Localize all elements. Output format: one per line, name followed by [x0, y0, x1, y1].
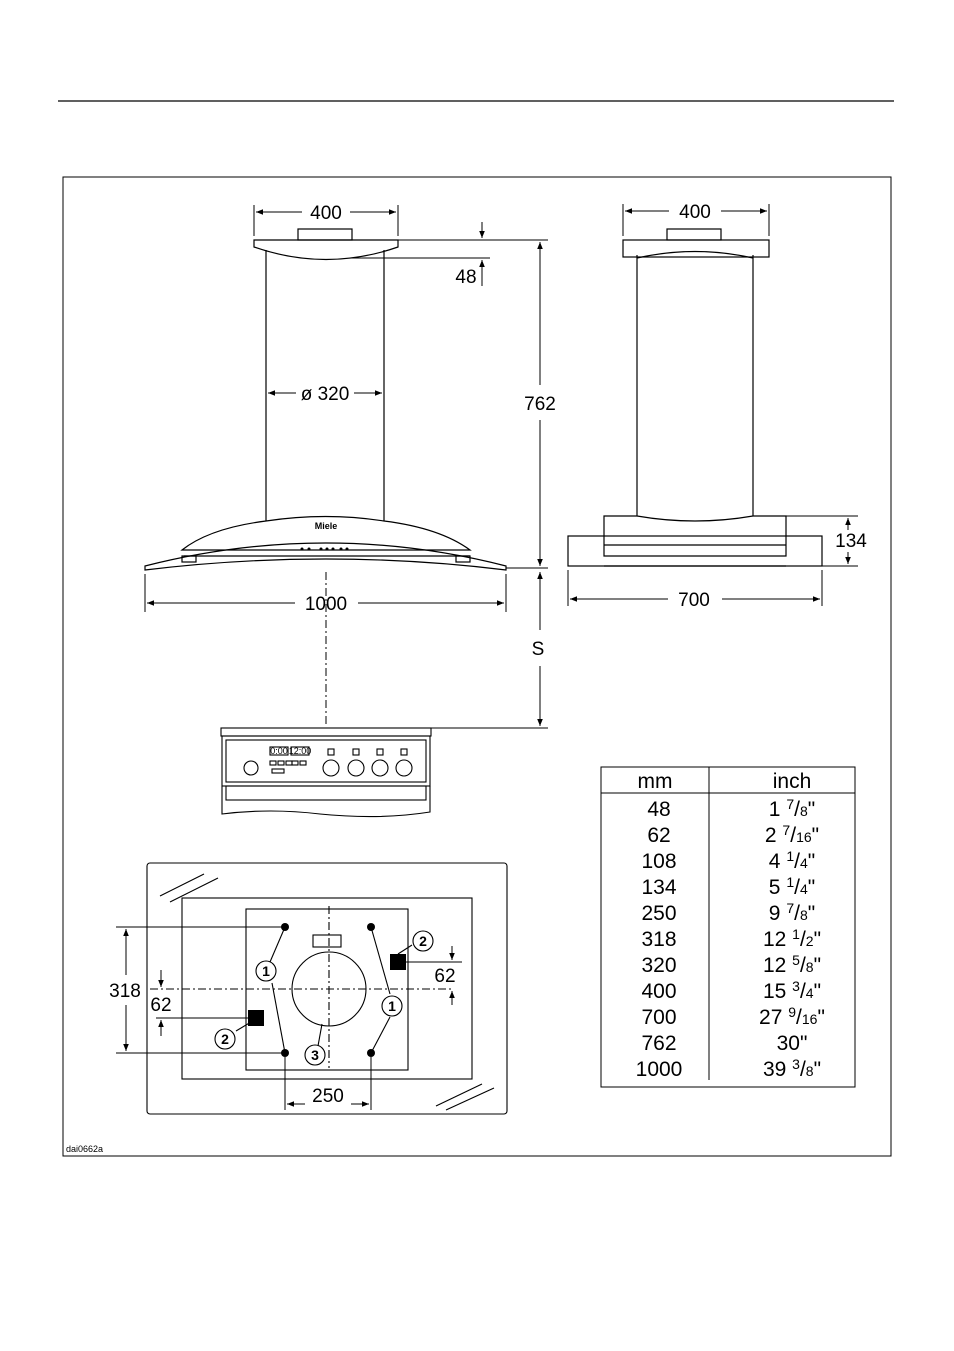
- table-cell-mm: 400: [641, 980, 676, 1003]
- table-cell-mm: 700: [641, 1006, 676, 1029]
- table-cell-inch: 2 7/16": [765, 822, 819, 847]
- dim-safety-distance: S: [532, 639, 545, 660]
- dim-top-width-side: 400: [679, 202, 711, 223]
- cooktop-display-1: 0:00: [270, 746, 288, 756]
- cooker-illustration: [221, 728, 431, 817]
- svg-text:3: 3: [311, 1047, 319, 1063]
- table-header-mm: mm: [638, 770, 673, 793]
- dim-offset-left: 62: [150, 995, 171, 1016]
- dim-offset-right: 62: [434, 966, 455, 987]
- callout-3: 3: [305, 1045, 325, 1065]
- figure-id: dai0662a: [66, 1144, 103, 1154]
- brand-logo: Miele: [315, 521, 338, 531]
- table-cell-inch: 39 3/8": [763, 1056, 821, 1081]
- svg-text:1: 1: [388, 998, 396, 1014]
- table-cell-mm: 250: [641, 902, 676, 925]
- dim-total-height: 762: [524, 394, 556, 415]
- callout-1-right: 1: [382, 996, 402, 1016]
- table-cell-inch: 12 1/2": [763, 926, 821, 951]
- conversion-table: mm inch 48 1 7/8" 62 2 7/16" 108 4 1/4" 134 5 1…: [601, 767, 855, 1087]
- dim-hole-spacing-vertical: 318: [109, 981, 141, 1002]
- table-cell-mm: 62: [647, 824, 670, 847]
- dim-top-width-front: 400: [310, 203, 342, 224]
- front-dimension-lines: [145, 205, 548, 728]
- table-cell-mm: 48: [647, 798, 670, 821]
- callout-2-right: 2: [413, 931, 433, 951]
- table-cell-inch: 30": [777, 1032, 808, 1055]
- side-dimension-lines: [568, 204, 858, 606]
- dim-hood-depth: 700: [678, 590, 710, 611]
- table-cell-inch: 27 9/16": [759, 1004, 825, 1029]
- dim-canopy-height: 48: [455, 267, 476, 288]
- table-cell-mm: 134: [641, 876, 676, 899]
- side-view: [568, 229, 822, 566]
- table-cell-inch: 9 7/8": [769, 900, 815, 925]
- table-cell-inch: 1 7/8": [769, 796, 815, 821]
- mounting-plan: [147, 863, 507, 1114]
- plan-dimension-lines: [116, 927, 462, 1110]
- mounting-holes: [248, 923, 406, 1057]
- table-header-inch: inch: [773, 770, 812, 793]
- table-cell-inch: 5 1/4": [769, 874, 815, 899]
- dim-hole-spacing-horizontal: 250: [312, 1086, 344, 1107]
- table-cell-mm: 320: [641, 954, 676, 977]
- callout-1-left: 1: [256, 961, 276, 981]
- table-cell-mm: 1000: [636, 1058, 683, 1081]
- svg-text:1: 1: [262, 963, 270, 979]
- dim-hood-width: 1000: [305, 594, 347, 615]
- table-cell-mm: 108: [641, 850, 676, 873]
- callout-2-left: 2: [215, 1029, 235, 1049]
- table-cell-mm: 318: [641, 928, 676, 951]
- dim-hood-side-height: 134: [835, 531, 867, 552]
- svg-text:2: 2: [221, 1031, 229, 1047]
- table-cell-mm: 762: [641, 1032, 676, 1055]
- table-rows: 48 1 7/8" 62 2 7/16" 108 4 1/4" 134 5 1/4" 250 9 …: [636, 796, 825, 1081]
- table-cell-inch: 15 3/4": [763, 978, 821, 1003]
- dim-chimney-diameter: ø 320: [301, 384, 350, 405]
- table-cell-inch: 12 5/8": [763, 952, 821, 977]
- cooktop-display-2: 12:00: [289, 746, 312, 756]
- svg-text:2: 2: [419, 933, 427, 949]
- table-cell-inch: 4 1/4": [769, 848, 815, 873]
